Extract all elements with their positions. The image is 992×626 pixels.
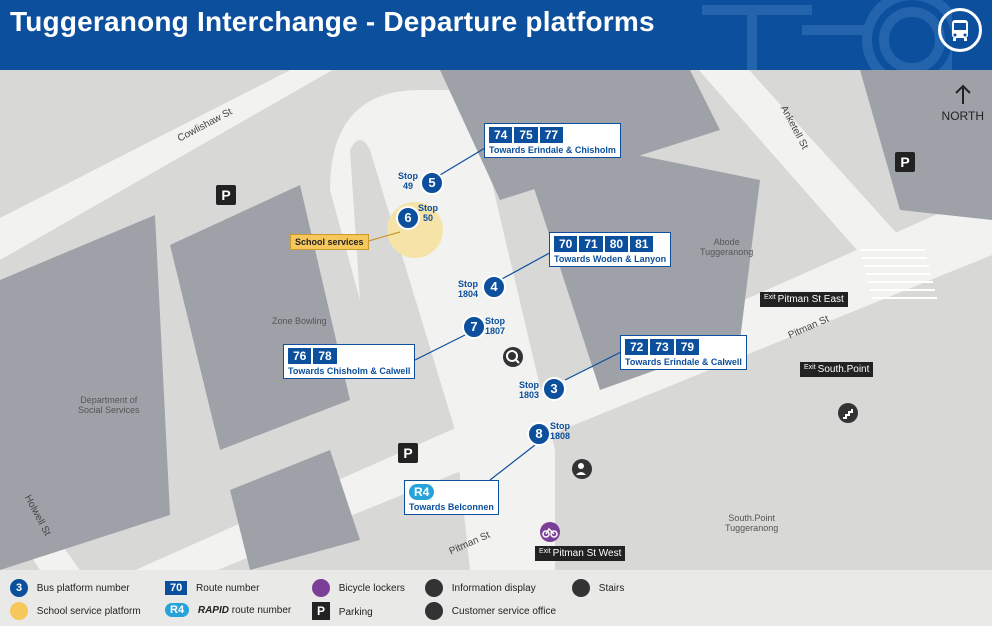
header: Tuggeranong Interchange - Departure plat… xyxy=(0,0,992,70)
route-number: 76 xyxy=(288,348,312,364)
route-destination: Towards Chisholm & Calwell xyxy=(288,366,411,376)
legend-cso-icon xyxy=(425,602,443,620)
legend-parking: P Parking xyxy=(312,602,373,620)
legend-route: 70 Route number xyxy=(165,581,259,595)
route-box-platform-4: 70 71 80 81 Towards Woden & Lanyon xyxy=(549,232,672,267)
route-box-platform-3: 72 73 79 Towards Erindale & Calwell xyxy=(620,335,747,370)
legend-rapid-label: route number xyxy=(231,605,292,616)
road-pitman xyxy=(135,190,992,570)
legend-stairs-icon xyxy=(572,579,590,597)
place-zone-bowling: Zone Bowling xyxy=(272,316,327,326)
legend-bike-label: Bicycle lockers xyxy=(338,582,405,594)
route-number: 71 xyxy=(579,236,603,252)
legend-cso: Customer service office xyxy=(425,602,556,620)
legend-platform: 3 Bus platform number xyxy=(10,579,130,597)
route-number: 78 xyxy=(313,348,337,364)
platform-5[interactable]: 5 xyxy=(420,171,444,195)
legend-info-label: Information display xyxy=(451,582,536,594)
legend-stairs-label: Stairs xyxy=(598,582,625,594)
information-display-icon xyxy=(503,347,523,367)
route-number: 72 xyxy=(625,339,649,355)
customer-service-office-icon xyxy=(572,459,592,479)
route-number: 80 xyxy=(604,236,629,252)
parking-icon: P xyxy=(398,443,418,463)
route-destination: Towards Erindale & Calwell xyxy=(625,357,742,367)
building-north-east xyxy=(860,70,992,220)
stop-label-3: Stop 1803 xyxy=(519,380,540,400)
route-box-platform-8: R4 Towards Belconnen xyxy=(404,480,499,515)
legend-school-bus-icon xyxy=(10,602,28,620)
stairs-icon xyxy=(838,403,858,423)
route-number: 79 xyxy=(675,339,700,355)
bicycle-lockers-icon xyxy=(540,522,560,542)
building-south-west xyxy=(230,450,360,570)
route-destination: Towards Erindale & Chisholm xyxy=(489,145,616,155)
school-services-label: School services xyxy=(290,234,369,250)
rapid-route-number: R4 xyxy=(409,484,435,500)
bus-icon xyxy=(938,8,982,52)
place-dept-social: Department of Social Services xyxy=(78,395,140,415)
route-number: 81 xyxy=(630,236,654,252)
route-number: 73 xyxy=(650,339,674,355)
route-destination: Towards Woden & Lanyon xyxy=(554,254,667,264)
road-cowlishaw xyxy=(0,70,333,260)
route-number: 77 xyxy=(539,127,564,143)
route-number: 75 xyxy=(514,127,538,143)
road-anketell xyxy=(698,70,930,290)
leader-lines xyxy=(364,144,626,481)
stop-label-8: Stop 1808 xyxy=(550,421,571,441)
place-southpoint: South.Point Tuggeranong xyxy=(725,513,779,533)
legend-bike: Bicycle lockers xyxy=(312,579,405,597)
parking-icon: P xyxy=(895,152,915,172)
route-number: 70 xyxy=(554,236,578,252)
legend-parking-label: Parking xyxy=(338,607,373,618)
place-abode: Abode Tuggeranong xyxy=(700,237,754,257)
legend-info-icon xyxy=(425,579,443,597)
legend-info: Information display xyxy=(425,579,536,597)
stop-label-5: Stop 49 xyxy=(398,171,418,191)
legend-parking-icon: P xyxy=(312,602,330,620)
legend: 3 Bus platform number School service pla… xyxy=(0,570,992,626)
north-label: NORTH xyxy=(941,109,984,123)
building-zone-bowling xyxy=(170,185,350,450)
platform-7[interactable]: 7 xyxy=(462,315,486,339)
legend-stairs: Stairs xyxy=(572,579,624,597)
legend-route-label: Route number xyxy=(196,583,260,594)
north-indicator: NORTH xyxy=(942,84,984,123)
route-box-platform-7: 76 78 Towards Chisholm & Calwell xyxy=(283,344,416,379)
legend-school: School service platform xyxy=(10,602,141,620)
parking-icon: P xyxy=(216,185,236,205)
route-box-platform-5: 74 75 77 Towards Erindale & Chisholm xyxy=(484,123,621,158)
page-title: Tuggeranong Interchange - Departure plat… xyxy=(10,6,655,37)
platform-4[interactable]: 4 xyxy=(482,275,506,299)
platform-8[interactable]: 8 xyxy=(527,422,551,446)
legend-route-icon: 70 xyxy=(165,581,188,595)
north-arrow-icon xyxy=(955,84,971,104)
legend-rapid-icon: R4 xyxy=(165,603,190,617)
tc-logo-watermark xyxy=(702,0,952,70)
route-destination: Towards Belconnen xyxy=(409,502,494,512)
stop-label-7: Stop 1807 xyxy=(485,316,506,336)
route-number: 74 xyxy=(489,127,513,143)
platform-3[interactable]: 3 xyxy=(542,377,566,401)
legend-rapid: R4 RAPID route number xyxy=(165,603,291,617)
stop-label-6: Stop 50 xyxy=(418,203,438,223)
map: Cowlishaw St Anketell St Pitman St Pitma… xyxy=(0,70,992,570)
legend-cso-label: Customer service office xyxy=(451,605,557,617)
building-dept-social-services xyxy=(0,215,170,570)
platform-6[interactable]: 6 xyxy=(396,206,420,230)
legend-bicycle-icon xyxy=(312,579,330,597)
legend-platform-icon: 3 xyxy=(10,579,28,597)
legend-platform-label: Bus platform number xyxy=(36,583,130,594)
legend-rapid-word: RAPID xyxy=(197,605,229,616)
legend-school-label: School service platform xyxy=(36,605,141,617)
bus-loop-road xyxy=(330,90,555,570)
pedestrian-crossing xyxy=(860,249,937,299)
stop-label-4: Stop 1804 xyxy=(458,279,479,299)
